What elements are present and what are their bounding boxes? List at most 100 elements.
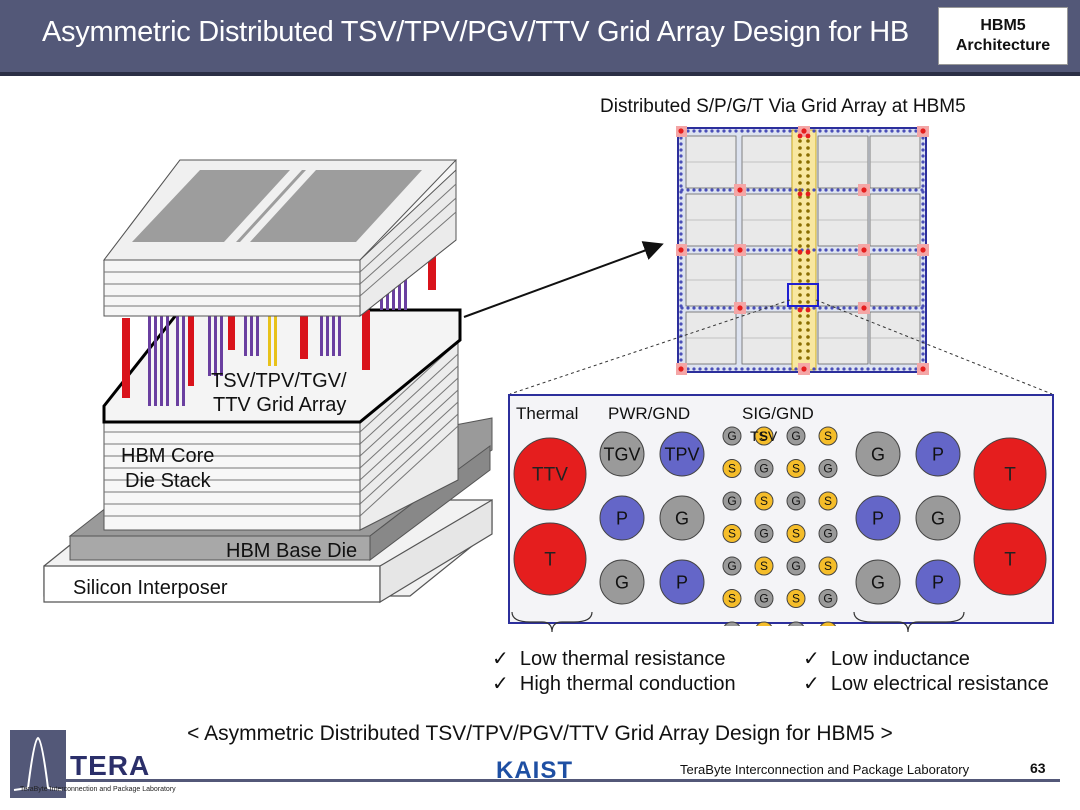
signal-via-label: S <box>728 592 736 606</box>
edge-via <box>679 316 683 320</box>
signal-via-label: S <box>760 429 768 443</box>
signal-via <box>798 230 802 234</box>
row-via <box>740 367 744 371</box>
signal-via <box>806 328 810 332</box>
signal-via <box>798 237 802 241</box>
signal-ground-via <box>754 459 774 478</box>
signal-via <box>806 188 810 192</box>
edge-via <box>679 358 683 362</box>
signal-ground-via-label: G <box>791 429 800 443</box>
signal-ground-via-label: G <box>823 527 832 541</box>
power-via <box>599 495 645 541</box>
signal-via-label: S <box>792 527 800 541</box>
signal-ground-via-label: G <box>791 494 800 508</box>
edge-via <box>679 214 683 218</box>
thermal-via <box>737 247 743 253</box>
tsv-header: TSV <box>750 428 778 444</box>
power-via-label: P <box>676 572 688 592</box>
row-via <box>758 188 762 192</box>
edge-via <box>921 148 925 152</box>
signal-via <box>798 167 802 171</box>
edge-via <box>921 310 925 314</box>
signal-ground-via <box>786 491 806 511</box>
row-via <box>920 306 924 310</box>
row-via <box>764 367 768 371</box>
row-via <box>722 367 726 371</box>
edge-via <box>679 196 683 200</box>
edge-via <box>921 268 925 272</box>
signal-via <box>722 589 742 608</box>
row-via <box>812 306 816 310</box>
edge-via <box>921 292 925 296</box>
ground-via-label: G <box>675 508 689 528</box>
signal-via <box>806 160 810 164</box>
signal-ground-via-label: G <box>759 592 768 606</box>
signal-via <box>798 342 802 346</box>
tgv-via <box>599 431 645 477</box>
row-via <box>848 188 852 192</box>
signal-via-label: S <box>824 494 832 508</box>
row-via <box>734 367 738 371</box>
row-via <box>830 188 834 192</box>
edge-via <box>921 232 925 236</box>
zoom-selection-box <box>787 283 819 307</box>
benefit-left-1-text: Low thermal resistance <box>519 648 726 670</box>
interposer-label: Silicon Interposer <box>73 577 228 599</box>
signal-via <box>798 153 802 157</box>
thermal-via <box>920 128 926 134</box>
row-via <box>758 129 762 133</box>
row-via <box>788 188 792 192</box>
row-via <box>686 306 690 310</box>
check-icon: ✓ <box>803 648 820 670</box>
signal-via <box>806 139 810 143</box>
row-via <box>866 367 870 371</box>
row-via <box>794 248 798 252</box>
edge-via <box>679 172 683 176</box>
thermal-via <box>797 307 803 313</box>
base-die-label: HBM Base Die <box>226 540 358 562</box>
badge-line-2: Architecture <box>955 37 1051 54</box>
row-via <box>788 367 792 371</box>
signal-via <box>806 342 810 346</box>
signal-via <box>798 223 802 227</box>
signal-ground-via-label: G <box>727 429 736 443</box>
top-die-stack <box>102 159 458 318</box>
edge-via <box>921 334 925 338</box>
signal-via <box>755 621 773 626</box>
signal-via <box>722 459 742 478</box>
row-via <box>848 367 852 371</box>
row-via <box>782 367 786 371</box>
signal-via <box>806 202 810 206</box>
signal-via-label: S <box>824 429 832 443</box>
row-via <box>908 367 912 371</box>
edge-via <box>679 268 683 272</box>
signal-via <box>819 621 837 626</box>
row-via <box>896 367 900 371</box>
hbm-stack-illustration <box>43 159 493 604</box>
row-via <box>878 306 882 310</box>
row-via <box>716 188 720 192</box>
row-via <box>854 188 858 192</box>
row-via <box>752 188 756 192</box>
row-via <box>728 306 732 310</box>
edge-via <box>921 142 925 146</box>
slide-title: Asymmetric Distributed TSV/TPV/PGV/TTV G… <box>42 16 909 48</box>
thermal-via <box>805 133 811 139</box>
badge-line-1: HBM5 <box>980 17 1026 34</box>
row-via <box>902 248 906 252</box>
signal-via <box>798 314 802 318</box>
row-via <box>710 306 714 310</box>
grid-array-label-line-2: TTV Grid Array <box>213 394 347 416</box>
row-via <box>878 129 882 133</box>
signal-ground-via-label: G <box>727 624 736 626</box>
tgv-via-label: TGV <box>603 444 640 464</box>
row-via <box>824 188 828 192</box>
row-via <box>914 188 918 192</box>
signal-via <box>798 279 802 283</box>
thermal-via <box>805 249 811 255</box>
edge-via <box>679 256 683 260</box>
signal-via <box>806 321 810 325</box>
thermal-via-right-bottom-label: T <box>1004 550 1016 571</box>
edge-via <box>679 292 683 296</box>
row-via <box>884 306 888 310</box>
